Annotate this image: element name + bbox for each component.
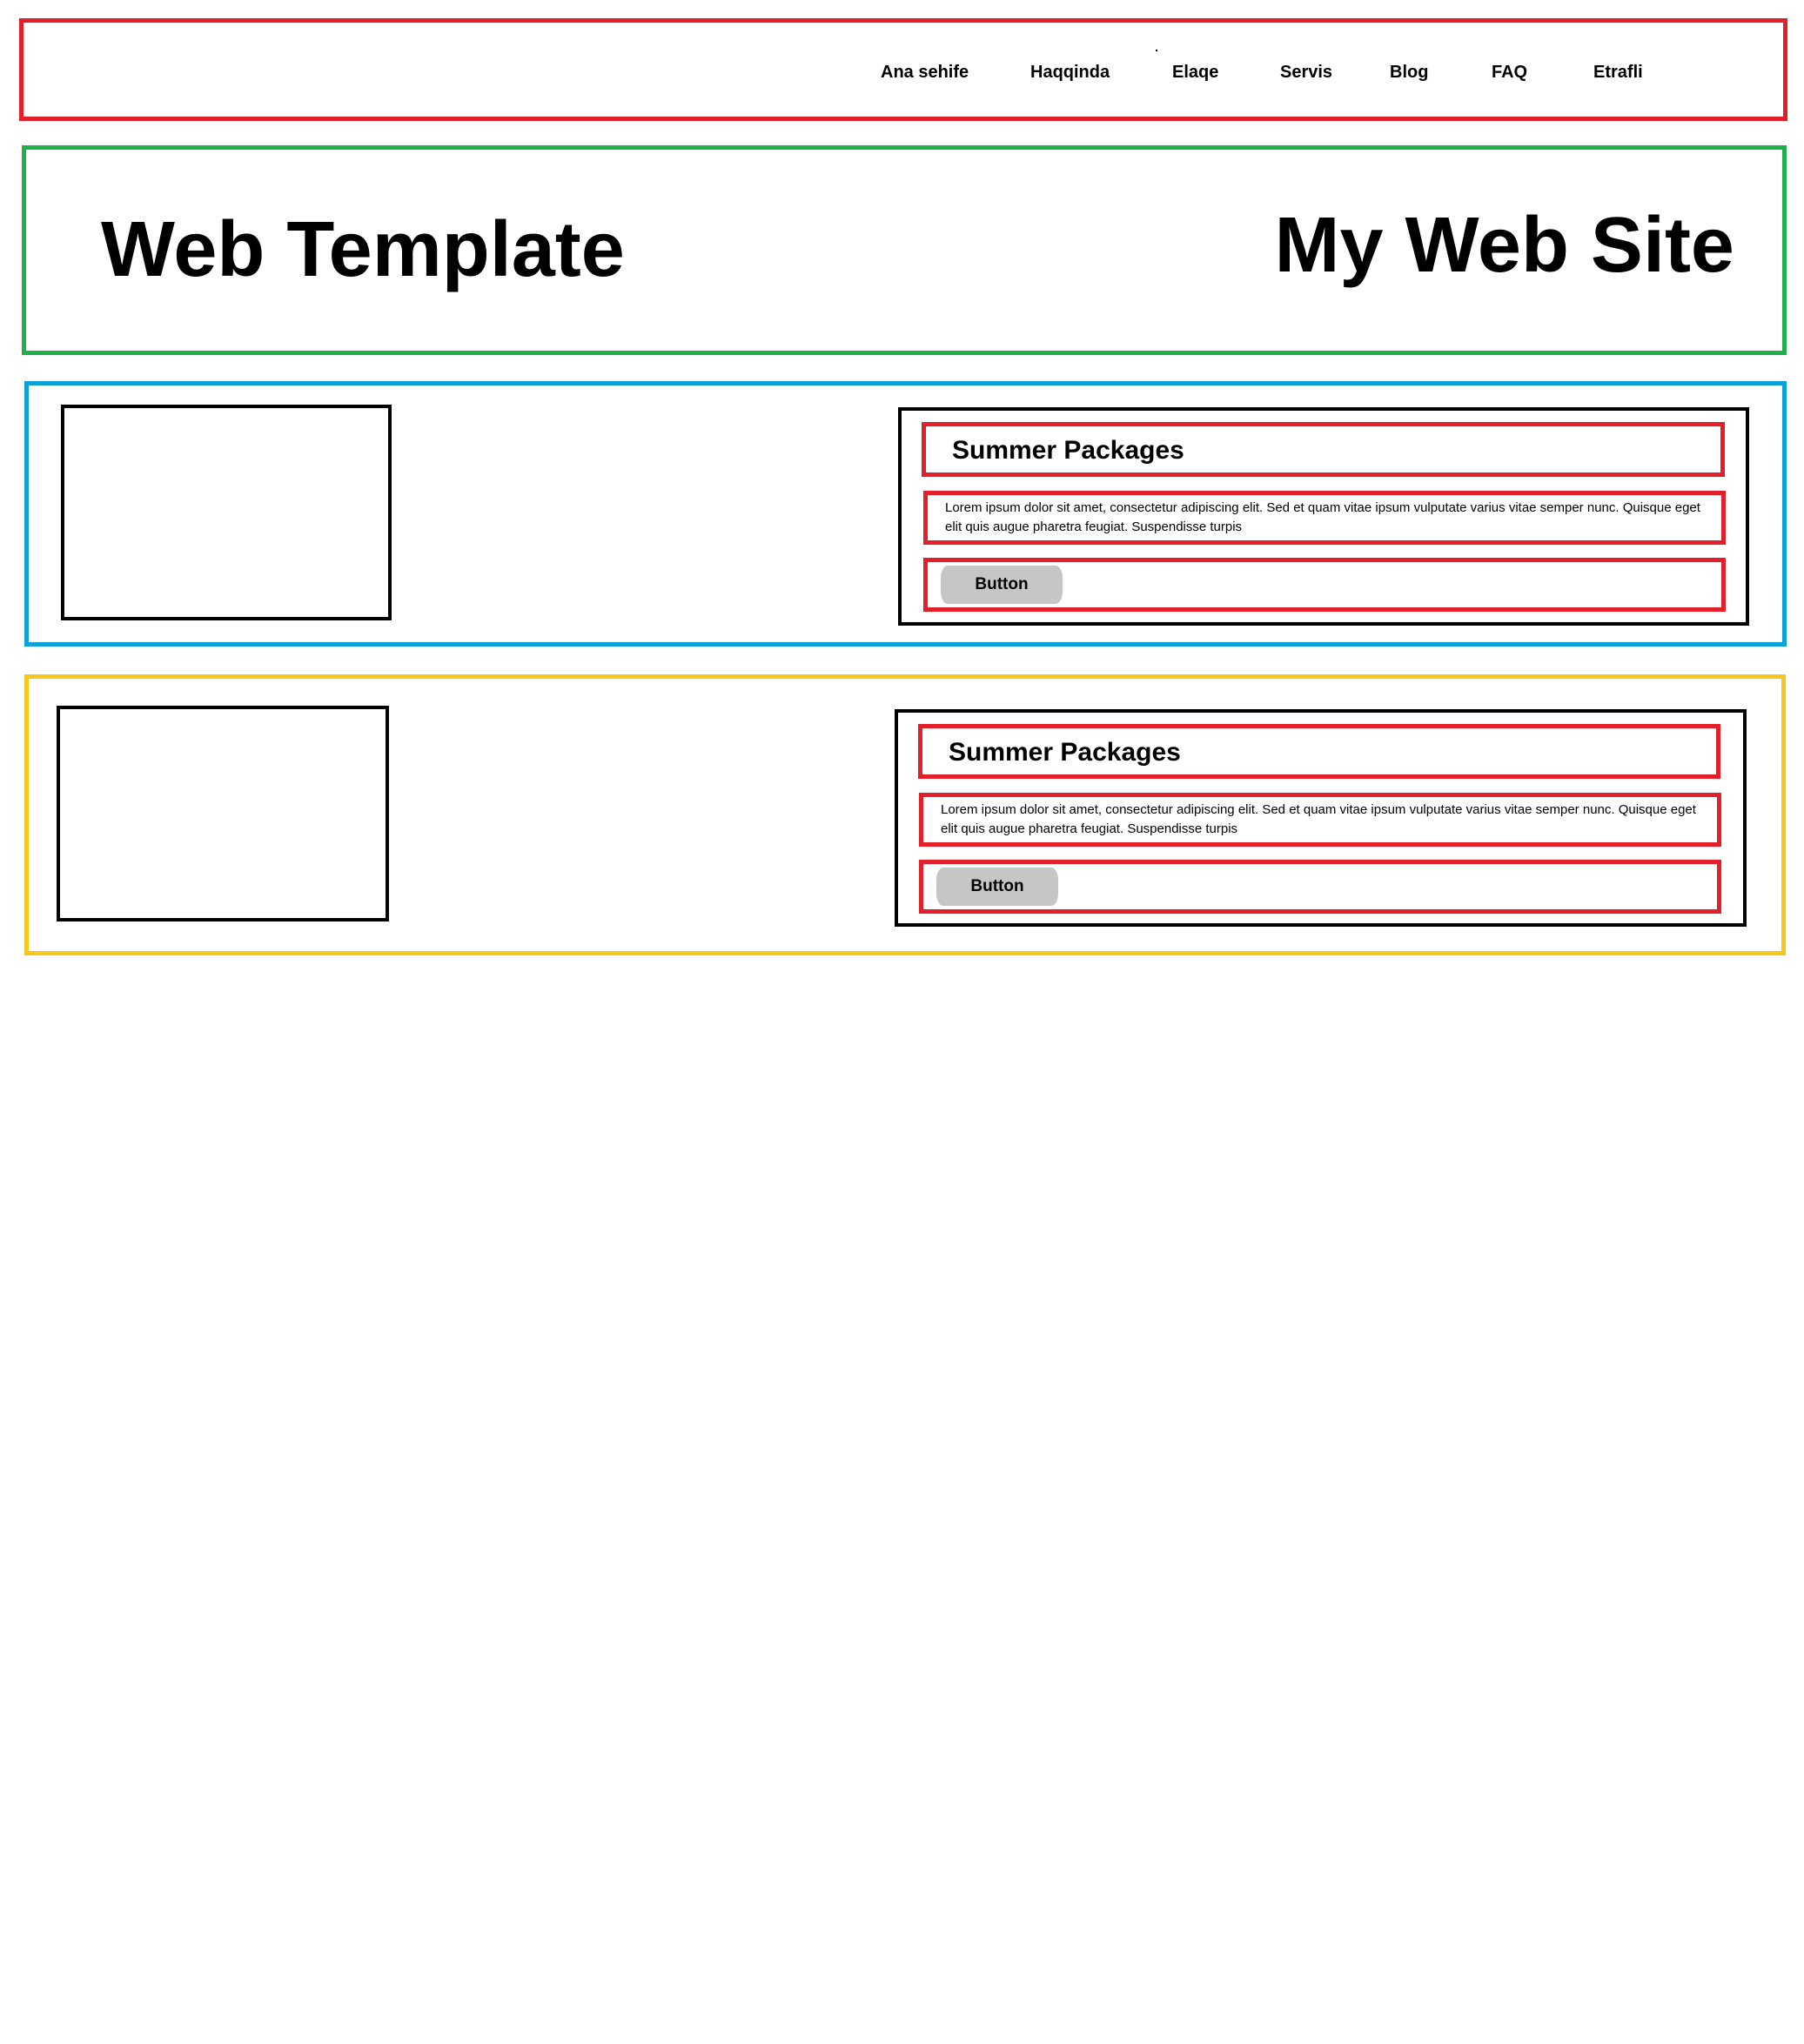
card-description: Lorem ipsum dolor sit amet, consectetur … <box>941 802 1696 836</box>
card-action-button[interactable]: Button <box>936 868 1058 906</box>
stray-dot <box>1156 50 1157 51</box>
card-description: Lorem ipsum dolor sit amet, consectetur … <box>945 500 1700 534</box>
image-placeholder <box>57 706 389 921</box>
card-description-box: Lorem ipsum dolor sit amet, consectetur … <box>919 793 1721 847</box>
card-title: Summer Packages <box>952 436 1184 465</box>
image-placeholder <box>61 405 392 620</box>
content-row-2: Summer Packages Lorem ipsum dolor sit am… <box>24 674 1786 955</box>
nav-item-etrafli[interactable]: Etrafli <box>1593 63 1643 82</box>
site-title-web-template: Web Template <box>101 206 625 293</box>
nav-item-haqqinda[interactable]: Haqqinda <box>1030 63 1110 82</box>
card-title-box: Summer Packages <box>922 422 1725 477</box>
card-description-box: Lorem ipsum dolor sit amet, consectetur … <box>923 491 1726 545</box>
package-card: Summer Packages Lorem ipsum dolor sit am… <box>895 709 1747 927</box>
card-button-box: Button <box>919 860 1721 914</box>
content-row-1: Summer Packages Lorem ipsum dolor sit am… <box>24 381 1787 647</box>
card-button-box: Button <box>923 558 1726 612</box>
top-navigation-bar: Ana sehife Haqqinda Elaqe Servis Blog FA… <box>19 18 1787 121</box>
header-banner: Web Template My Web Site <box>22 145 1787 355</box>
card-title: Summer Packages <box>949 738 1181 767</box>
card-action-button[interactable]: Button <box>941 566 1063 604</box>
package-card: Summer Packages Lorem ipsum dolor sit am… <box>898 407 1749 626</box>
site-title-my-web-site: My Web Site <box>1274 202 1734 289</box>
nav-item-elaqe[interactable]: Elaqe <box>1172 63 1219 82</box>
card-title-box: Summer Packages <box>918 724 1720 779</box>
nav-item-faq[interactable]: FAQ <box>1492 63 1528 82</box>
nav-item-ana-sehife[interactable]: Ana sehife <box>881 63 969 82</box>
nav-item-blog[interactable]: Blog <box>1390 63 1429 82</box>
nav-item-servis[interactable]: Servis <box>1280 63 1333 82</box>
nav-menu: Ana sehife Haqqinda Elaqe Servis Blog FA… <box>23 23 1783 117</box>
